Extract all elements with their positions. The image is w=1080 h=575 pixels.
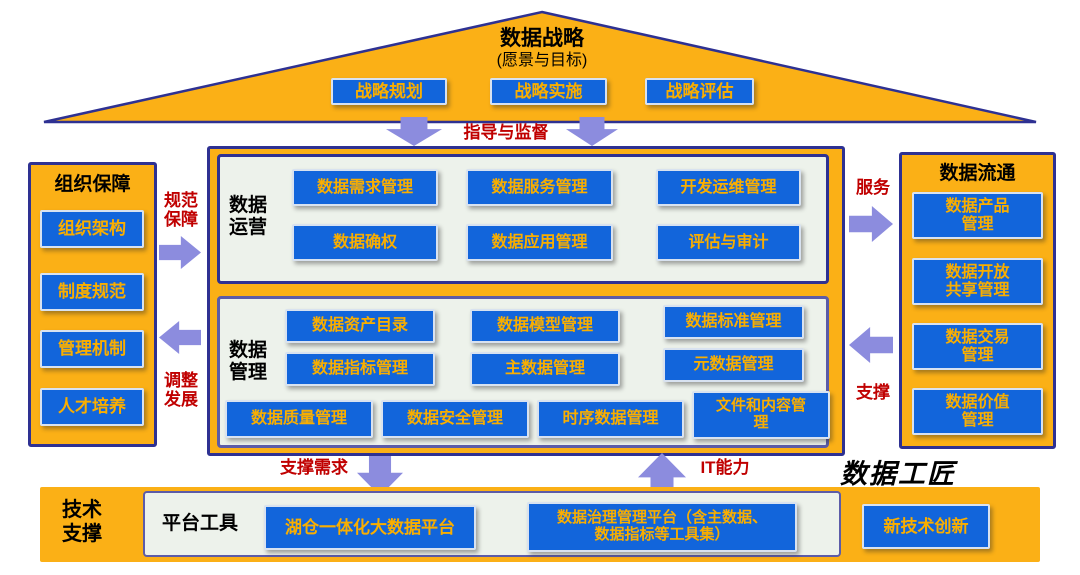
data-application-mgmt-button[interactable]: 数据应用管理 — [466, 224, 613, 261]
data-open-sharing-mgmt-button[interactable]: 数据开放 共享管理 — [912, 258, 1043, 305]
support-demand-label: 支撑需求 — [280, 458, 348, 477]
circulation-panel-title: 数据流通 — [939, 163, 1016, 184]
service-arrow-icon — [849, 206, 893, 242]
adjust-develop-label: 调整 发展 — [164, 371, 198, 409]
organization-panel-title: 组织保障 — [54, 174, 131, 195]
timeseries-data-mgmt-button[interactable]: 时序数据管理 — [537, 400, 684, 438]
talent-cultivation-button[interactable]: 人才培养 — [40, 388, 144, 426]
strategy-subtitle: (愿景与目标) — [496, 52, 588, 69]
data-value-mgmt-button[interactable]: 数据价值 管理 — [912, 388, 1043, 435]
data-security-mgmt-button[interactable]: 数据安全管理 — [381, 400, 529, 438]
data-asset-catalog-button[interactable]: 数据资产目录 — [285, 309, 435, 343]
data-rights-button[interactable]: 数据确权 — [292, 224, 438, 261]
strategy-implementation-button[interactable]: 战略实施 — [490, 78, 607, 105]
data-management-label: 数据 管理 — [228, 340, 267, 384]
data-requirements-mgmt-button[interactable]: 数据需求管理 — [292, 169, 438, 206]
lakehouse-platform-button[interactable]: 湖仓一体化大数据平台 — [264, 505, 476, 550]
support-label: 支撑 — [856, 383, 890, 402]
data-indicator-mgmt-button[interactable]: 数据指标管理 — [285, 352, 435, 386]
norm-guarantee-label: 规范 保障 — [164, 191, 198, 229]
data-service-mgmt-button[interactable]: 数据服务管理 — [466, 169, 613, 206]
support-arrow-icon — [849, 327, 893, 363]
data-standard-mgmt-button[interactable]: 数据标准管理 — [663, 305, 804, 339]
data-model-mgmt-button[interactable]: 数据模型管理 — [470, 309, 620, 343]
guidance-label: 指导与监督 — [463, 123, 549, 142]
strategy-evaluation-button[interactable]: 战略评估 — [645, 78, 754, 105]
it-capability-label: IT能力 — [700, 458, 750, 477]
norm-guarantee-arrow-icon — [159, 236, 201, 269]
adjust-develop-arrow-icon — [159, 321, 201, 354]
dev-ops-mgmt-button[interactable]: 开发运维管理 — [656, 169, 801, 206]
data-operations-label: 数据 运营 — [228, 195, 267, 239]
org-structure-button[interactable]: 组织架构 — [40, 210, 144, 248]
strategy-title: 数据战略 — [500, 27, 584, 50]
strategy-roof-triangle — [43, 10, 1037, 124]
tech-support-title: 技术 支撑 — [62, 499, 102, 545]
platform-tools-label: 平台工具 — [161, 513, 238, 534]
strategy-planning-button[interactable]: 战略规划 — [331, 78, 447, 105]
new-tech-innovation-button[interactable]: 新技术创新 — [862, 504, 990, 549]
service-label: 服务 — [856, 178, 890, 197]
rules-norms-button[interactable]: 制度规范 — [40, 273, 144, 311]
master-data-mgmt-button[interactable]: 主数据管理 — [470, 352, 620, 386]
data-quality-mgmt-button[interactable]: 数据质量管理 — [225, 400, 373, 438]
data-trading-mgmt-button[interactable]: 数据交易 管理 — [912, 323, 1043, 370]
metadata-mgmt-button[interactable]: 元数据管理 — [663, 348, 804, 382]
data-product-mgmt-button[interactable]: 数据产品 管理 — [912, 192, 1043, 239]
evaluation-audit-button[interactable]: 评估与审计 — [656, 224, 801, 261]
governance-platform-button[interactable]: 数据治理管理平台（含主数据、 数据指标等工具集） — [527, 502, 797, 552]
management-mechanism-button[interactable]: 管理机制 — [40, 330, 144, 368]
file-content-mgmt-button[interactable]: 文件和内容管 理 — [692, 391, 830, 439]
data-craftsman-label: 数据工匠 — [840, 459, 956, 489]
